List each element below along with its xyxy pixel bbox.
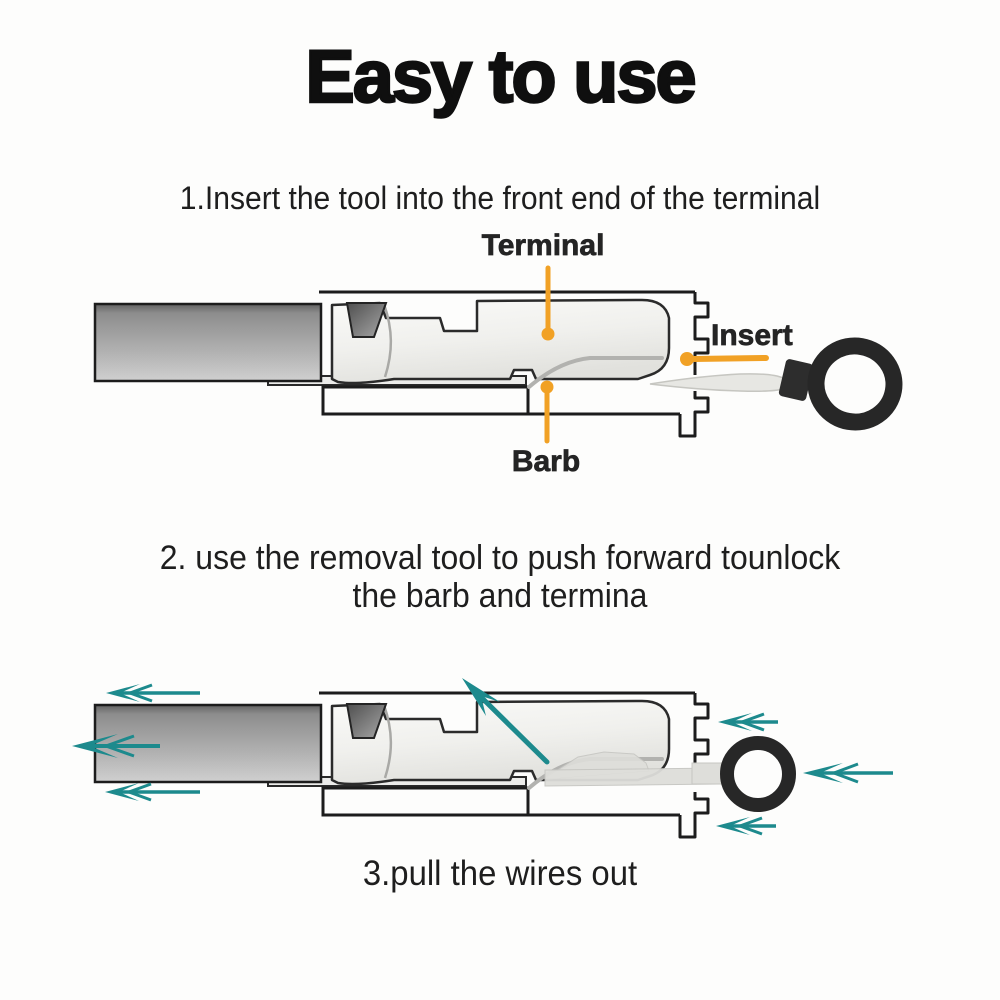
terminal-label: Terminal: [481, 229, 605, 263]
insert-pointer: [680, 352, 769, 366]
terminal-pointer: [541, 265, 555, 341]
barb-pointer-dot: [540, 380, 554, 394]
direction-arrows: [72, 678, 893, 836]
removal-tool-ring-inserted: [720, 736, 796, 812]
pull-arrow-wire-middle: [72, 734, 160, 758]
removal-tool-needle: [649, 373, 787, 392]
barb-label: Barb: [511, 445, 581, 479]
unlock-arrow-diagonal: [462, 678, 550, 765]
pull-arrow-tool-top: [718, 712, 778, 732]
insert-label: Insert: [711, 319, 793, 353]
diagram-step-2: [72, 678, 893, 839]
pull-arrow-tool-bottom: [716, 816, 776, 836]
diagram-step-1: [93, 265, 903, 444]
step-3-text: 3.pull the wires out: [362, 854, 638, 893]
pull-arrow-wire-bottom: [105, 782, 200, 802]
removal-tool-collar: [778, 359, 814, 401]
tool-collar-stub: [691, 762, 725, 785]
insert-pointer-line: [690, 355, 769, 362]
pull-arrow-tool-middle: [803, 762, 893, 784]
page-title: Easy to use: [304, 34, 698, 119]
terminal-pointer-dot: [541, 327, 555, 341]
removal-tool-ring: [807, 337, 903, 431]
insert-pointer-dot: [680, 352, 694, 366]
pull-arrow-wire-top: [106, 683, 200, 703]
barb-pointer: [540, 380, 554, 444]
step-2-text-line-1: 2. use the removal tool to push forward …: [159, 539, 841, 577]
step-1-text: 1.Insert the tool into the front end of …: [179, 180, 821, 216]
step-2-text-line-2: the barb and termina: [352, 577, 648, 615]
removal-tool: [649, 337, 903, 431]
